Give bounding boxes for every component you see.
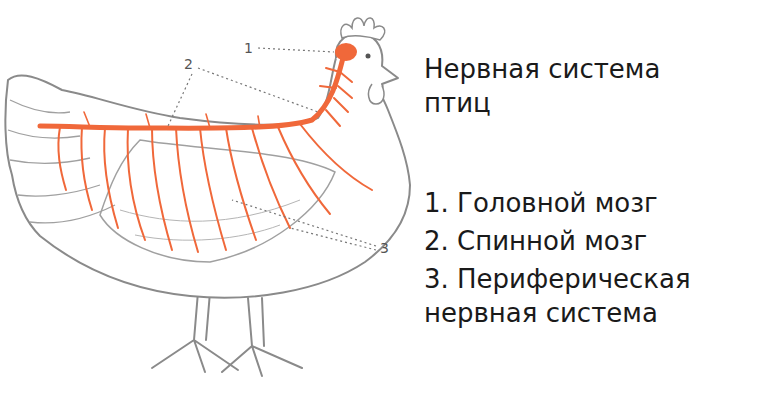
legend-item: 3. Периферическая нервная система — [424, 262, 750, 330]
callout-number: 3 — [380, 240, 389, 256]
callout-number: 1 — [244, 40, 253, 56]
legend-item: 2. Спинной мозг — [424, 224, 750, 258]
diagram-title: Нервная система птиц — [424, 52, 716, 120]
callout-number: 2 — [184, 56, 193, 72]
legend-item: 1. Головной мозг — [424, 186, 750, 220]
